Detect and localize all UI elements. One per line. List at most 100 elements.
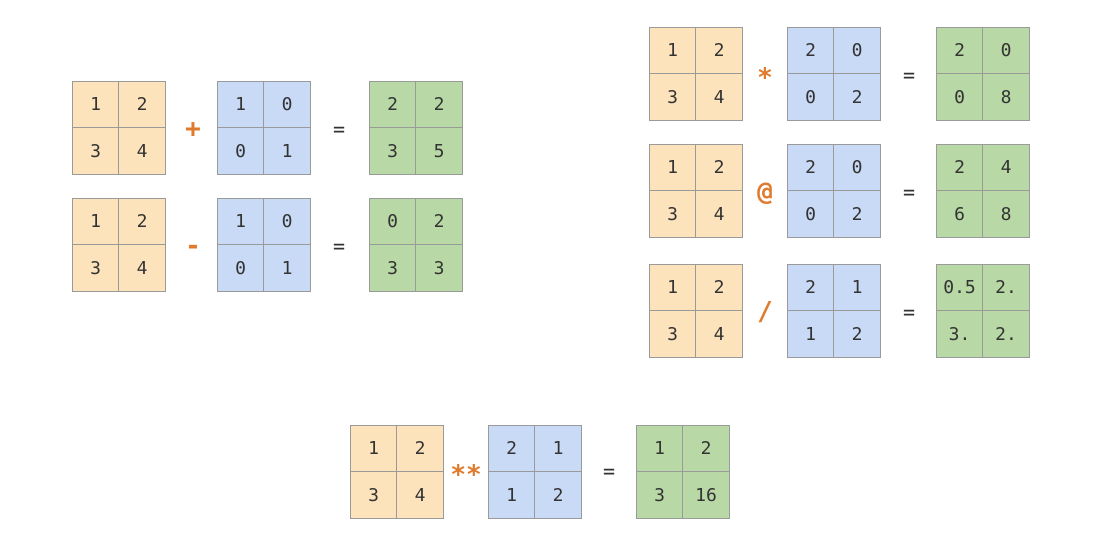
matrix-cell: 16 <box>695 484 717 506</box>
matrix-cell: 0 <box>937 74 983 120</box>
equals-sign: = <box>332 234 346 258</box>
divide-operator: / <box>757 297 773 327</box>
equals-sign: = <box>602 459 616 483</box>
matrix-cell: 2 <box>851 86 863 108</box>
matrix-cell: 2 <box>397 426 443 472</box>
matrix-cell: 2 <box>489 426 535 472</box>
matrix-cell: 0 <box>983 28 1029 74</box>
matrix-cell: 3 <box>433 257 445 279</box>
matrix-cell: 3 <box>370 245 416 291</box>
matrix-cell: 0 <box>218 245 264 291</box>
matrix-cell: 0.5 <box>937 265 983 311</box>
matrix-cell: 2 <box>937 145 983 191</box>
matrix-cell: 3. <box>937 311 983 357</box>
matrix-cell: 2 <box>788 28 834 74</box>
matrix-cell: 3 <box>650 191 696 237</box>
matrix-cell: 4 <box>414 484 426 506</box>
matrix-cell: 4 <box>136 140 148 162</box>
matrix-cell: 2 <box>552 484 564 506</box>
matrix-cell: 0 <box>788 74 834 120</box>
matrix-cell: 8 <box>1000 86 1012 108</box>
matrix-cell: 1 <box>218 82 264 128</box>
multiply-operator: * <box>757 63 773 93</box>
matrix-cell: 2 <box>937 28 983 74</box>
matrix-cell: 2 <box>788 265 834 311</box>
minus-operator: - <box>185 231 201 261</box>
equals-sign: = <box>902 180 916 204</box>
equals-sign: = <box>902 300 916 324</box>
matrix-cell: 2 <box>119 82 165 128</box>
matrix-cell: 1 <box>788 311 834 357</box>
matrix-cell: 4 <box>713 203 725 225</box>
power-operator: ** <box>450 460 482 490</box>
matrix-cell: 1 <box>650 265 696 311</box>
matrix-cell: 1 <box>351 426 397 472</box>
matrix-cell: 1 <box>834 265 880 311</box>
matrix-cell: 2. <box>995 323 1017 345</box>
matrix-cell: 2 <box>696 28 742 74</box>
matrix-cell: 2 <box>851 203 863 225</box>
matrix-cell: 3 <box>650 311 696 357</box>
matrix-cell: 0 <box>218 128 264 174</box>
matrix-cell: 2 <box>370 82 416 128</box>
matrix-cell: 2 <box>788 145 834 191</box>
matrix-cell: 3 <box>370 128 416 174</box>
matrix-cell: 0 <box>264 82 310 128</box>
matrix-cell: 4 <box>713 323 725 345</box>
matrix-cell: 6 <box>937 191 983 237</box>
matrix-cell: 2 <box>119 199 165 245</box>
matrix-cell: 0 <box>264 199 310 245</box>
matrix-cell: 5 <box>433 140 445 162</box>
matrix-cell: 1 <box>73 82 119 128</box>
matrix-cell: 2 <box>416 82 462 128</box>
matrix-cell: 4 <box>713 86 725 108</box>
matrix-cell: 8 <box>1000 203 1012 225</box>
matrix-cell: 1 <box>73 199 119 245</box>
matrix-cell: 3 <box>351 472 397 518</box>
matrix-cell: 4 <box>983 145 1029 191</box>
matrix-cell: 2 <box>696 145 742 191</box>
equals-sign: = <box>332 117 346 141</box>
matrix-cell: 3 <box>73 245 119 291</box>
matmul-operator: @ <box>757 177 773 207</box>
matrix-cell: 1 <box>535 426 581 472</box>
matrix-cell: 2 <box>416 199 462 245</box>
matrix-cell: 1 <box>650 28 696 74</box>
matrix-cell: 1 <box>489 472 535 518</box>
matrix-cell: 1 <box>281 140 293 162</box>
matrix-cell: 1 <box>637 426 683 472</box>
matrix-cell: 3 <box>650 74 696 120</box>
matrix-cell: 0 <box>370 199 416 245</box>
matrix-cell: 2. <box>983 265 1029 311</box>
matrix-cell: 2 <box>683 426 729 472</box>
matrix-cell: 4 <box>136 257 148 279</box>
matrix-cell: 0 <box>834 28 880 74</box>
matrix-cell: 3 <box>637 472 683 518</box>
equals-sign: = <box>902 63 916 87</box>
matrix-cell: 0 <box>834 145 880 191</box>
matrix-cell: 1 <box>281 257 293 279</box>
matrix-cell: 0 <box>788 191 834 237</box>
matrix-cell: 1 <box>218 199 264 245</box>
matrix-cell: 3 <box>73 128 119 174</box>
matrix-cell: 2 <box>696 265 742 311</box>
matrix-cell: 1 <box>650 145 696 191</box>
